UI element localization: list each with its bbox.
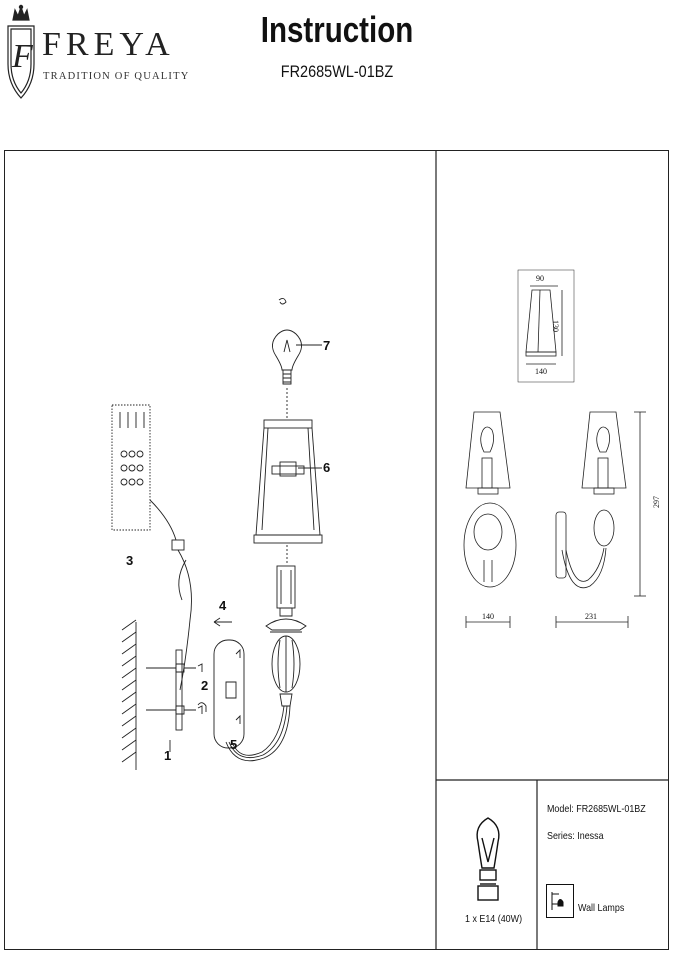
mounting-template-drawing xyxy=(111,404,192,691)
category-label: Wall Lamps xyxy=(578,902,625,914)
dim-shade-bottom: 140 xyxy=(535,367,547,376)
part-label-4: 4 xyxy=(219,598,227,613)
part-label-1: 1 xyxy=(164,748,172,763)
model-line: Model: FR2685WL-01BZ xyxy=(547,803,646,815)
page-title: Instruction xyxy=(260,9,414,50)
freya-logo: F xyxy=(4,4,38,100)
wall-mount-drawing xyxy=(121,619,241,770)
shade-drawing xyxy=(253,388,323,565)
model-number: FR2685WL-01BZ xyxy=(280,62,394,81)
series-line: Series: Inessa xyxy=(547,830,604,842)
front-view-drawing xyxy=(463,411,517,628)
logo-letter: F xyxy=(12,38,33,75)
part-label-6: 6 xyxy=(323,460,331,475)
wall-lamp-icon xyxy=(546,884,574,918)
dim-side-depth: 231 xyxy=(585,612,597,621)
part-label-7: 7 xyxy=(323,338,331,353)
instruction-frame xyxy=(4,150,669,950)
bulb-drawing xyxy=(272,297,322,385)
part-label-5: 5 xyxy=(230,737,238,752)
dim-shade-top: 90 xyxy=(536,274,544,283)
bulb-spec-label: 1 x E14 (40W) xyxy=(465,913,523,925)
side-view-drawing xyxy=(555,411,646,628)
dim-front-width: 140 xyxy=(482,612,494,621)
part-label-2: 2 xyxy=(201,678,209,693)
crest-icon xyxy=(7,4,35,99)
brand-name: FREYA xyxy=(42,26,175,63)
lamp-body-drawing xyxy=(213,565,307,762)
brand-tagline: TRADITION OF QUALITY xyxy=(43,71,190,82)
part-label-3: 3 xyxy=(126,553,134,568)
